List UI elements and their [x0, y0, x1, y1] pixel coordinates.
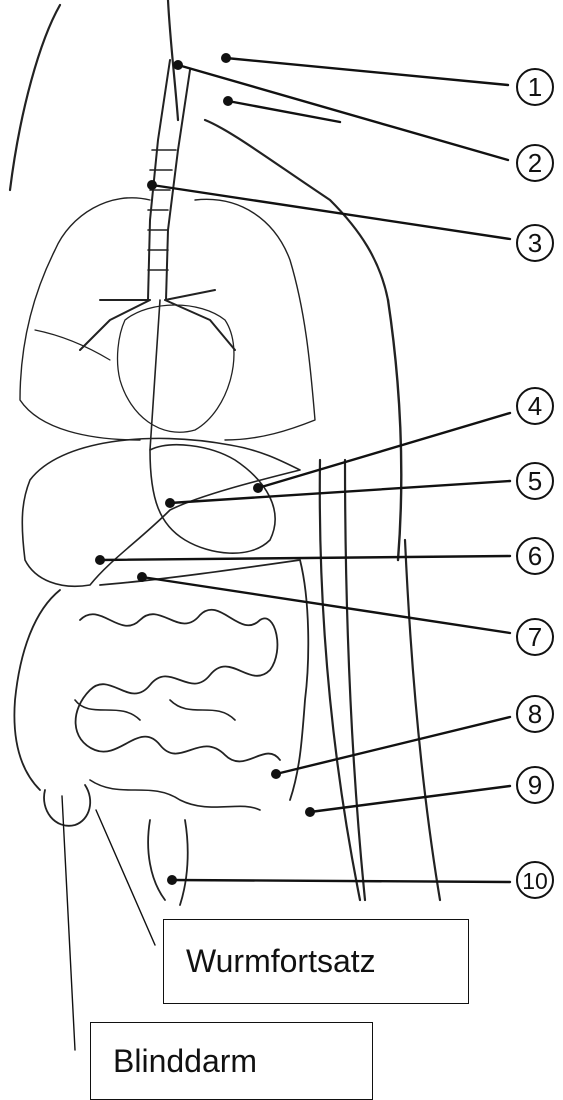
callout-label-5: 5 [528, 466, 542, 496]
callout-label-7: 7 [528, 622, 542, 652]
wurmfortsatz-label: Wurmfortsatz [186, 943, 376, 980]
shoulder-line [205, 120, 388, 300]
blinddarm-label: Blinddarm [113, 1043, 257, 1080]
heart [118, 305, 234, 432]
callout-label-3: 3 [528, 228, 542, 258]
small-intestine [76, 610, 280, 762]
liver [22, 438, 300, 586]
callout-label-1: 1 [528, 72, 542, 102]
head-outline [10, 5, 60, 190]
callout-label-4: 4 [528, 391, 542, 421]
callout-label-2: 2 [528, 148, 542, 178]
wurmfortsatz-label-box: Wurmfortsatz [163, 919, 469, 1004]
callout-label-10: 10 [522, 868, 548, 894]
callout-label-9: 9 [528, 770, 542, 800]
caecum [44, 785, 90, 826]
rectum [148, 820, 188, 905]
callout-label-8: 8 [528, 699, 542, 729]
back-line [388, 300, 401, 560]
right-lung [195, 199, 315, 440]
blinddarm-label-box: Blinddarm [90, 1022, 373, 1100]
callout-label-6: 6 [528, 541, 542, 571]
